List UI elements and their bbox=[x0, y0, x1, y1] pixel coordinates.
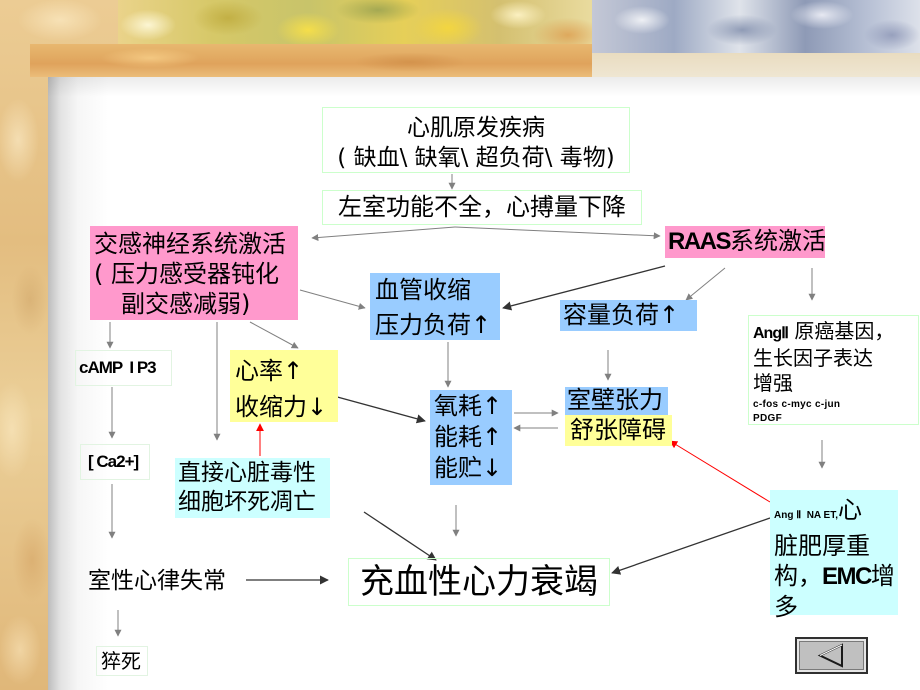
arrow-toxicity-to-heart-failure bbox=[363, 511, 437, 561]
raas-label: 系统激活 bbox=[730, 227, 827, 255]
heart-failure-node: 充血性心力衰竭 bbox=[348, 558, 610, 606]
cardiotoxicity-line-2: 细胞坏死凋亡 bbox=[178, 489, 316, 515]
energy-node: 氧耗↑ 能耗↑ 能贮↓ bbox=[430, 390, 512, 485]
remodeling-line-2: 脏肥厚重 bbox=[774, 532, 870, 560]
remodeling-line-1: 心 bbox=[838, 496, 862, 524]
arrow-raas-to-vasoconstriction bbox=[502, 265, 666, 311]
gene-expression-node: AngⅡ 原癌基因， 生长因子表达 增强 c-fos c-myc c-jun P… bbox=[748, 315, 919, 425]
sympathetic-line-3: 副交感减弱) bbox=[121, 290, 251, 318]
remodeling-line-3c: 增 bbox=[870, 562, 895, 590]
primary-disease-causes: ( 缺血\ 缺氧\ 超负荷\ 毒物) bbox=[337, 145, 615, 171]
vasoconstriction-line-1: 血管收缩 bbox=[375, 276, 471, 304]
sudden-death-node: 猝死 bbox=[96, 646, 148, 676]
gene-line-5: PDGF bbox=[753, 413, 782, 424]
primary-disease-node: 心肌原发疾病 ( 缺血\ 缺氧\ 超负荷\ 毒物) bbox=[322, 107, 630, 173]
left-triangle-icon bbox=[817, 643, 843, 668]
arrow-sympathetic-to-vasoconstriction bbox=[299, 289, 366, 310]
energy-line-3: 能贮↓ bbox=[434, 454, 503, 482]
gene-line-2: 生长因子表达 bbox=[753, 346, 873, 370]
vasoconstriction-line-2: 压力负荷↑ bbox=[375, 311, 492, 339]
arrow-lv-to-raas bbox=[454, 226, 661, 240]
ventricular-arrhythmia-node: 室性心律失常 bbox=[88, 568, 226, 594]
sympathetic-line-1: 交感神经系统激活 bbox=[94, 230, 286, 258]
arrow-lv-to-sympathetic bbox=[311, 226, 456, 242]
raas-abbr: RAAS bbox=[668, 228, 732, 255]
raas-activation-node: RAAS系统激活 bbox=[665, 226, 827, 258]
remodeling-node: Ang Ⅱ NA ET,心 脏肥厚重 构，EMC增 多 bbox=[770, 490, 898, 621]
energy-line-2: 能耗↑ bbox=[434, 423, 503, 451]
calcium-label: [ Ca2+] bbox=[88, 452, 139, 471]
gene-line-3: 增强 bbox=[753, 371, 793, 395]
heart-rate-node: 心率↑ 收缩力↓ bbox=[230, 350, 338, 422]
primary-disease-title: 心肌原发疾病 bbox=[407, 115, 545, 141]
leaves-banner bbox=[118, 0, 595, 50]
lv-dysfunction-node: 左室功能不全，心搏量下降 bbox=[322, 190, 642, 225]
heart-rate-line-1: 心率↑ bbox=[235, 357, 304, 385]
cardiotoxicity-line-1: 直接心脏毒性 bbox=[178, 460, 316, 486]
blue-leaves-banner bbox=[592, 0, 920, 53]
banner-strip bbox=[592, 53, 920, 77]
sympathetic-activation-node: 交感神经系统激活 ( 压力感受器钝化 副交感减弱) bbox=[90, 226, 298, 320]
sympathetic-line-2: ( 压力感受器钝化 bbox=[94, 260, 279, 288]
diastolic-dysfunction-node: 舒张障碍 bbox=[565, 415, 672, 446]
second-messengers-node: cAMP I P3 bbox=[75, 350, 172, 386]
arrow-sympathetic-to-heart-rate bbox=[249, 321, 299, 349]
gene-line-4: c-fos c-myc c-jun bbox=[753, 399, 841, 410]
remodeling-mediators: Ang Ⅱ NA ET, bbox=[774, 510, 838, 521]
gene-line-1: 原癌基因， bbox=[787, 319, 895, 343]
cardiotoxicity-node: 直接心脏毒性 细胞坏死凋亡 bbox=[175, 458, 330, 518]
remodeling-line-3a: 构， bbox=[774, 562, 822, 590]
wall-tension-node: 室壁张力 bbox=[565, 387, 668, 415]
gene-angii-abbr: AngⅡ bbox=[753, 325, 789, 342]
remodeling-line-4: 多 bbox=[774, 593, 798, 621]
volume-load-node: 容量负荷↑ bbox=[560, 300, 697, 331]
calcium-node: [ Ca2+] bbox=[80, 444, 150, 480]
back-button[interactable] bbox=[795, 637, 868, 674]
energy-line-1: 氧耗↑ bbox=[434, 392, 503, 420]
arrow-raas-to-volume-load bbox=[685, 267, 726, 301]
remodeling-emc: EMC bbox=[822, 563, 872, 590]
heart-rate-line-2: 收缩力↓ bbox=[235, 393, 328, 421]
vasoconstriction-node: 血管收缩 压力负荷↑ bbox=[370, 273, 500, 340]
arrow-remodeling-to-heart-failure bbox=[611, 517, 771, 575]
arrow-contractility-to-energy bbox=[329, 394, 426, 424]
second-messengers-label: cAMP I P3 bbox=[79, 358, 157, 377]
banner-band bbox=[30, 44, 595, 77]
arrow-remodeling-to-diastolic bbox=[669, 440, 771, 503]
